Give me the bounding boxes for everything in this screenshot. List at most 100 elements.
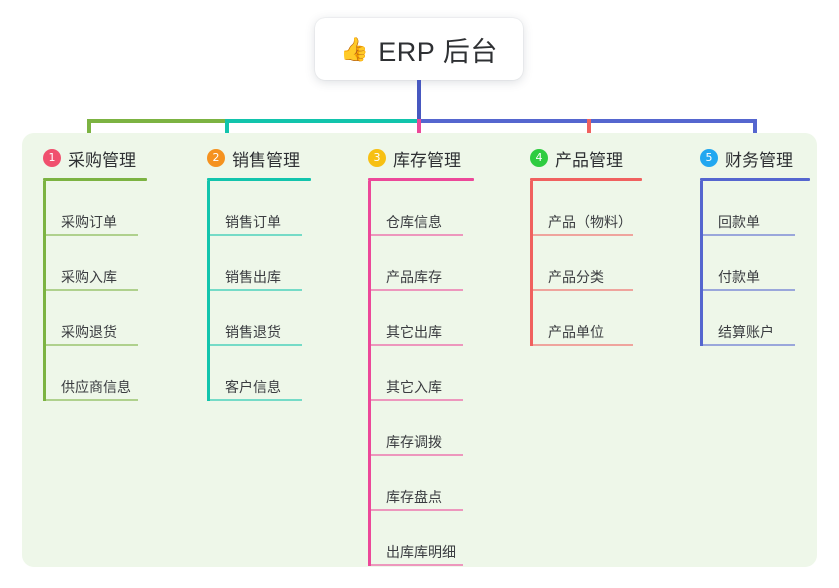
child-node[interactable]: 回款单 <box>700 181 830 236</box>
child-node[interactable]: 其它出库 <box>368 291 530 346</box>
child-node[interactable]: 销售订单 <box>207 181 367 236</box>
child-node-label: 其它入库 <box>386 379 442 395</box>
child-node-label: 出库库明细 <box>386 544 456 560</box>
child-node-rule <box>207 399 302 401</box>
branch-title-4: 产品管理 <box>555 150 623 170</box>
child-node[interactable]: 采购入库 <box>43 236 203 291</box>
connector-bus-segment-teal <box>225 119 419 123</box>
child-node[interactable]: 库存盘点 <box>368 456 530 511</box>
branch-rule-4 <box>530 178 642 181</box>
child-node-label: 回款单 <box>718 214 760 230</box>
connector-bus-segment-green <box>87 119 227 123</box>
child-node-rule <box>43 399 138 401</box>
child-node-rule <box>368 289 463 291</box>
child-node-label: 采购入库 <box>61 269 117 285</box>
child-node-label: 销售订单 <box>225 214 281 230</box>
child-node-label: 供应商信息 <box>61 379 131 395</box>
child-node-rule <box>43 344 138 346</box>
child-node-rule <box>368 509 463 511</box>
branch-header-3[interactable]: 3 库存管理 <box>368 146 530 170</box>
child-node[interactable]: 销售退货 <box>207 291 367 346</box>
branch-column-4: 4 产品管理 产品（物料） 产品分类产品单位 <box>530 146 698 346</box>
child-node-rule <box>700 289 795 291</box>
child-node-rule <box>207 344 302 346</box>
child-node[interactable]: 其它入库 <box>368 346 530 401</box>
branch-column-5: 5 财务管理 回款单付款单结算账户 <box>700 146 830 346</box>
branch-title-2: 销售管理 <box>232 150 300 170</box>
child-node[interactable]: 出库库明细 <box>368 511 530 566</box>
branch-spine-3 <box>368 181 371 566</box>
child-node[interactable]: 产品单位 <box>530 291 698 346</box>
child-node-label: 库存盘点 <box>386 489 442 505</box>
child-node[interactable]: 结算账户 <box>700 291 830 346</box>
branch-children-5: 回款单付款单结算账户 <box>700 181 830 346</box>
child-node-rule <box>700 344 795 346</box>
branch-column-3: 3 库存管理 仓库信息产品库存其它出库其它入库库存调拨库存盘点出库库明细 <box>368 146 530 566</box>
branch-header-1[interactable]: 1 采购管理 <box>43 146 203 170</box>
child-node[interactable]: 付款单 <box>700 236 830 291</box>
branch-rule-5 <box>700 178 810 181</box>
child-node-rule <box>530 289 633 291</box>
child-node-rule <box>43 289 138 291</box>
branch-spine-1 <box>43 181 46 401</box>
branch-rule-3 <box>368 178 474 181</box>
child-node-label: 产品（物料） <box>548 214 632 230</box>
diagram-panel <box>22 133 817 567</box>
child-node-label: 产品库存 <box>386 269 442 285</box>
branch-header-5[interactable]: 5 财务管理 <box>700 146 830 170</box>
root-title: ERP 后台 <box>378 36 498 67</box>
branch-children-3: 仓库信息产品库存其它出库其它入库库存调拨库存盘点出库库明细 <box>368 181 530 566</box>
child-node-rule <box>530 234 633 236</box>
child-node[interactable]: 客户信息 <box>207 346 367 401</box>
child-node-rule <box>700 234 795 236</box>
child-node-rule <box>43 234 138 236</box>
branch-badge-1: 1 <box>43 149 61 167</box>
child-node-label: 其它出库 <box>386 324 442 340</box>
child-node-label: 客户信息 <box>225 379 281 395</box>
branch-header-4[interactable]: 4 产品管理 <box>530 146 698 170</box>
branch-spine-5 <box>700 181 703 346</box>
branch-rule-1 <box>43 178 147 181</box>
child-node-label: 产品分类 <box>548 269 604 285</box>
child-node-rule <box>368 454 463 456</box>
branch-badge-5: 5 <box>700 149 718 167</box>
child-node-rule <box>368 564 463 566</box>
child-node-rule <box>207 289 302 291</box>
child-node[interactable]: 库存调拨 <box>368 401 530 456</box>
thumbs-up-icon: 👍 <box>340 35 370 62</box>
child-node-label: 结算账户 <box>718 324 774 340</box>
child-node-rule <box>368 344 463 346</box>
child-node[interactable]: 销售出库 <box>207 236 367 291</box>
child-node[interactable]: 采购订单 <box>43 181 203 236</box>
trunk-connector <box>417 80 421 121</box>
child-node-rule <box>207 234 302 236</box>
branch-title-1: 采购管理 <box>68 150 136 170</box>
child-node[interactable]: 采购退货 <box>43 291 203 346</box>
child-node[interactable]: 产品（物料） <box>530 181 698 236</box>
child-node-label: 仓库信息 <box>386 214 442 230</box>
branch-badge-4: 4 <box>530 149 548 167</box>
root-node[interactable]: 👍 ERP 后台 <box>315 18 523 80</box>
branch-title-3: 库存管理 <box>393 150 461 170</box>
child-node-rule <box>368 399 463 401</box>
child-node-label: 产品单位 <box>548 324 604 340</box>
branch-header-2[interactable]: 2 销售管理 <box>207 146 367 170</box>
child-node-label: 销售出库 <box>225 269 281 285</box>
child-node[interactable]: 仓库信息 <box>368 181 530 236</box>
child-node-label: 销售退货 <box>225 324 281 340</box>
branch-children-2: 销售订单销售出库销售退货客户信息 <box>207 181 367 401</box>
branch-title-5: 财务管理 <box>725 150 793 170</box>
child-node-label: 采购退货 <box>61 324 117 340</box>
child-node-label: 付款单 <box>718 269 760 285</box>
child-node[interactable]: 供应商信息 <box>43 346 203 401</box>
child-node-rule <box>368 234 463 236</box>
child-node-label: 库存调拨 <box>386 434 442 450</box>
child-node[interactable]: 产品分类 <box>530 236 698 291</box>
branch-children-1: 采购订单采购入库采购退货供应商信息 <box>43 181 203 401</box>
child-node[interactable]: 产品库存 <box>368 236 530 291</box>
root-node-text: 👍 ERP 后台 <box>340 30 498 69</box>
child-node-rule <box>530 344 633 346</box>
branch-column-2: 2 销售管理 销售订单销售出库销售退货客户信息 <box>207 146 367 401</box>
branch-rule-2 <box>207 178 311 181</box>
child-node-label: 采购订单 <box>61 214 117 230</box>
